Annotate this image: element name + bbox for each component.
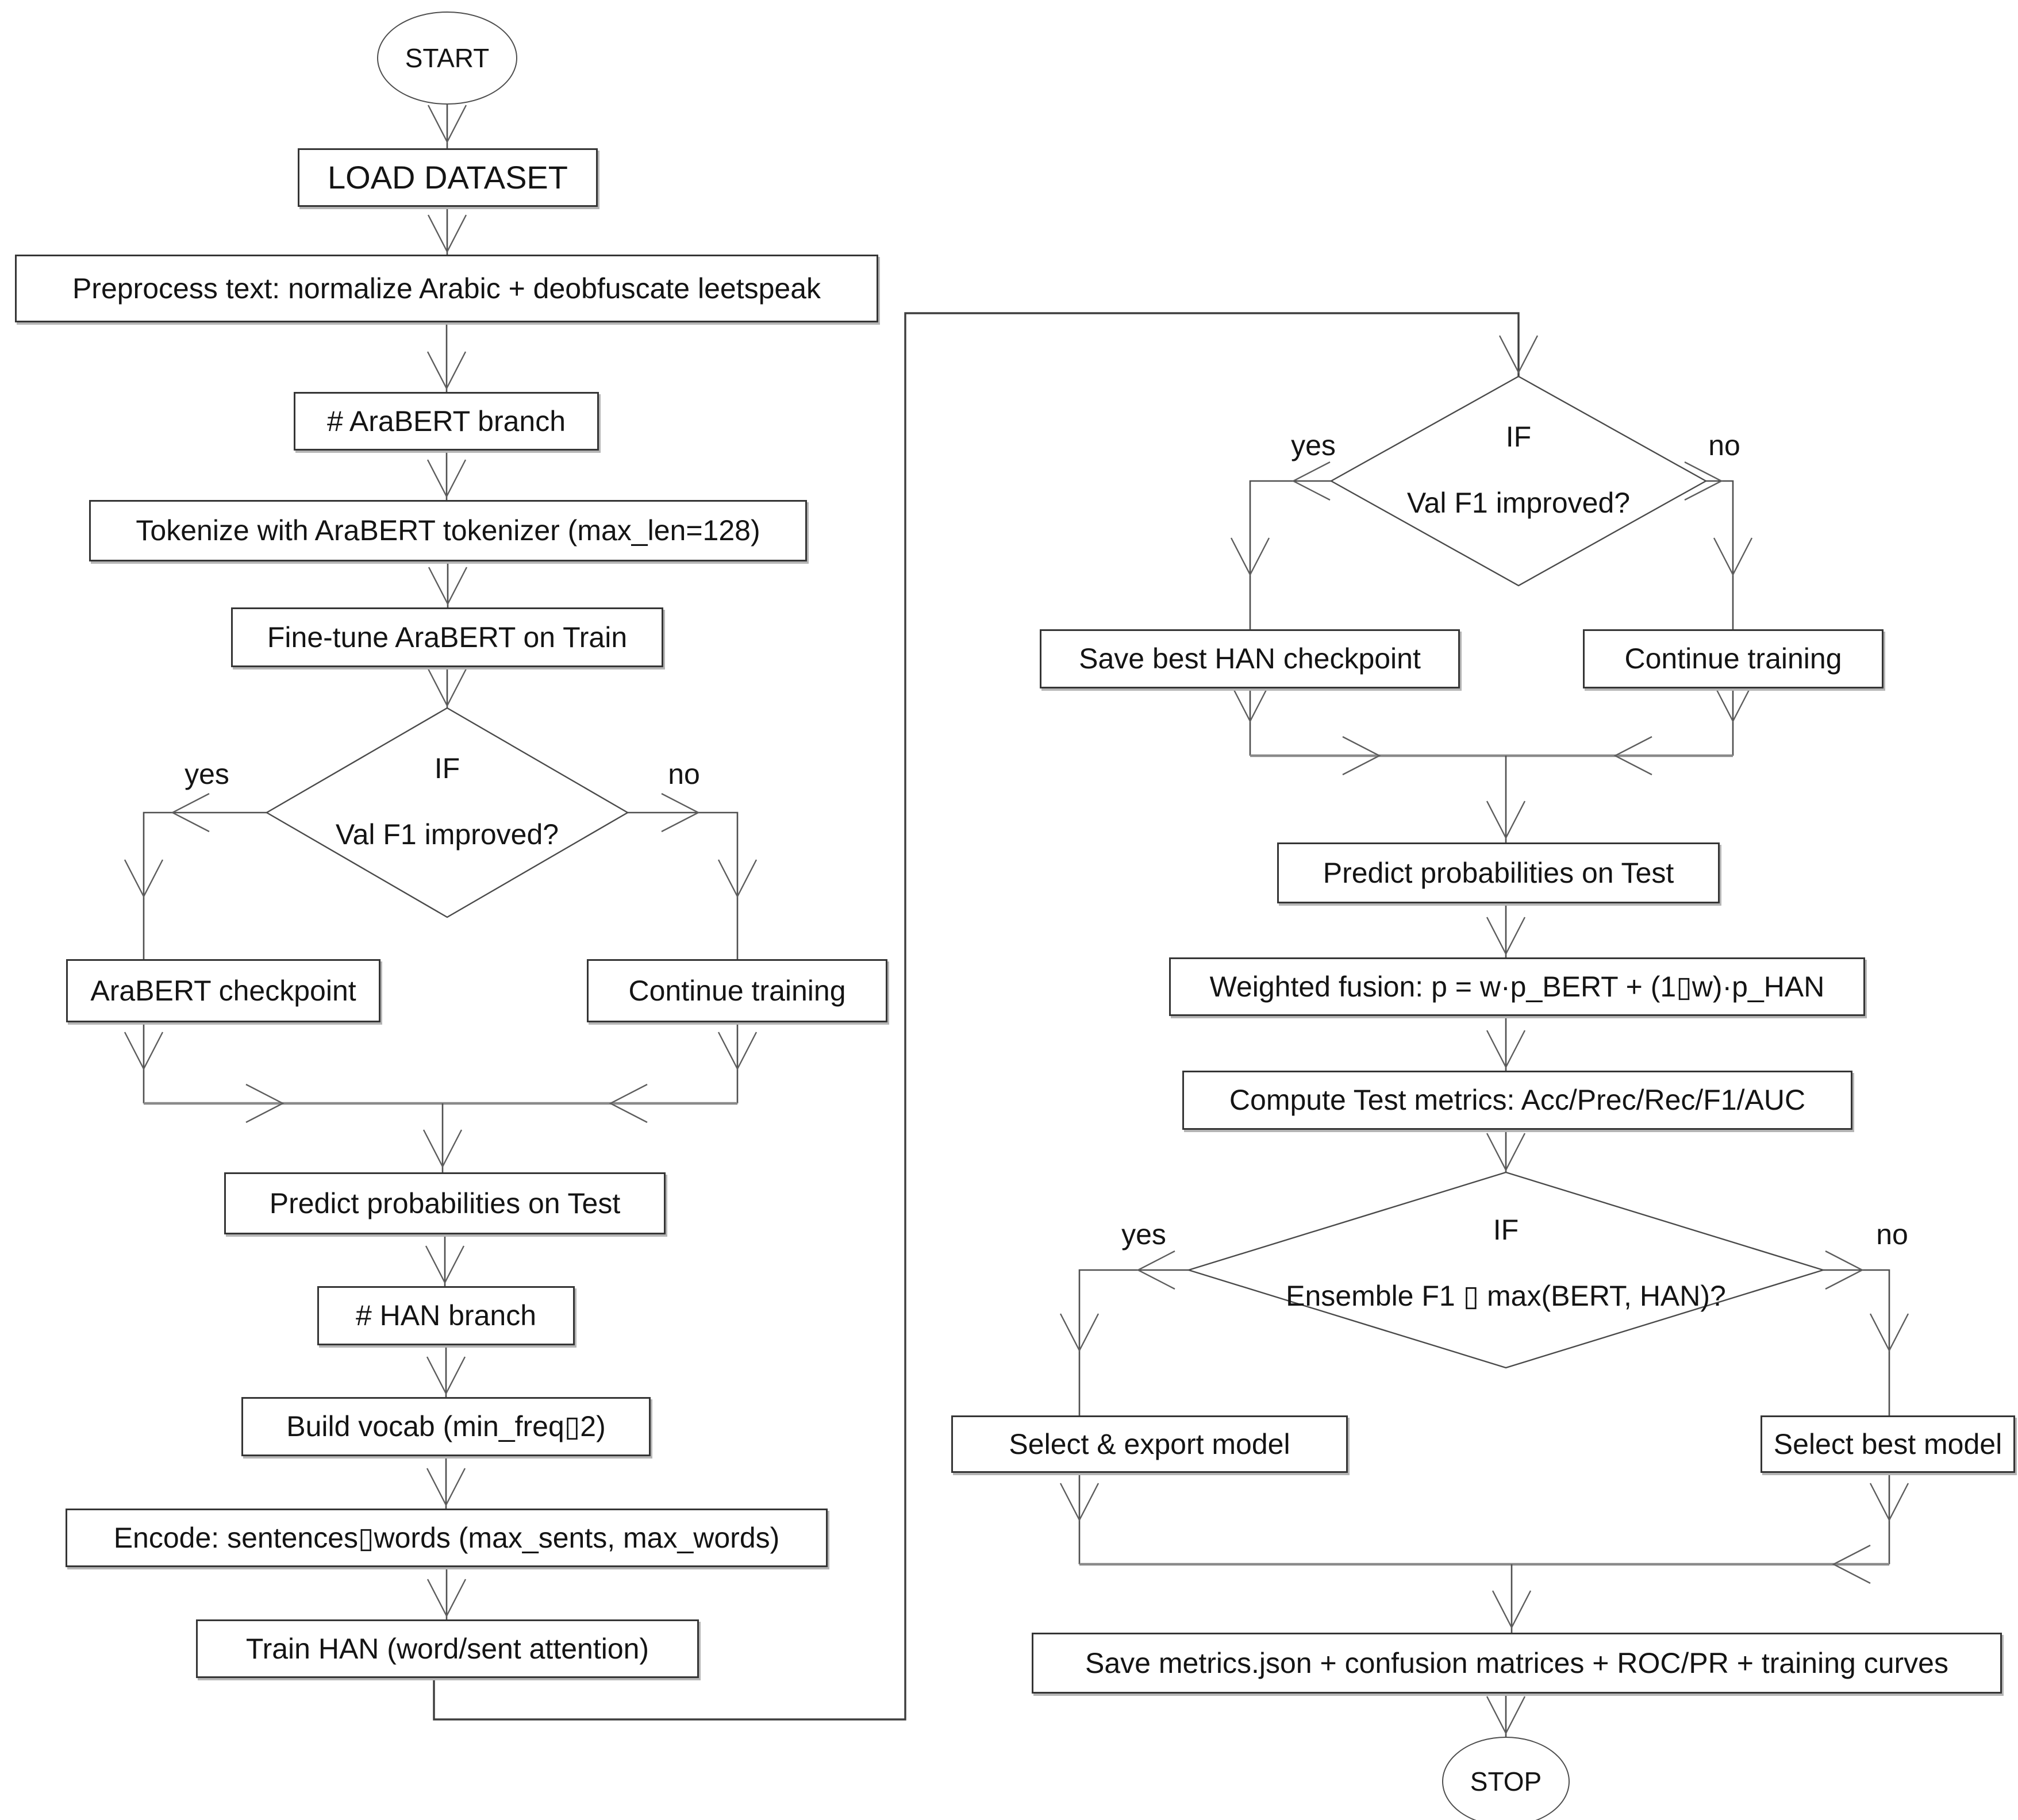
arrowhead-down xyxy=(1492,1590,1532,1629)
arrowhead-down xyxy=(426,1468,466,1507)
decision-ensemble-f1-shape xyxy=(1186,1171,1826,1369)
arrowhead-left xyxy=(1136,1250,1175,1290)
edge-ensemble-yes xyxy=(1078,1269,1189,1418)
arrowhead-down xyxy=(426,1579,467,1618)
arrowhead-right xyxy=(1342,736,1381,776)
node-tokenize: Tokenize with AraBERT tokenizer (max_len… xyxy=(89,500,807,561)
decision-val-f1-bert-shape xyxy=(265,707,629,918)
arrowhead-down xyxy=(427,668,467,707)
arrowhead-down xyxy=(124,1032,164,1071)
arrowhead-left xyxy=(1832,1544,1871,1584)
edge-han-yes xyxy=(1249,480,1331,632)
edge-bert-no xyxy=(628,811,739,961)
node-save-outputs: Save metrics.json + confusion matrices +… xyxy=(1032,1633,2002,1694)
node-encode: Encode: sentences▯words (max_sents, max_… xyxy=(66,1509,828,1567)
arrowhead-down xyxy=(717,1032,758,1071)
edge-label-ensemble-yes: yes xyxy=(1121,1218,1166,1250)
arrowhead-down xyxy=(1869,1483,1909,1522)
arrowhead-down xyxy=(1486,1696,1526,1735)
arrowhead-right xyxy=(1684,461,1723,501)
node-start: START xyxy=(377,11,517,105)
arrowhead-down xyxy=(428,567,468,606)
node-continue-training-bert: Continue training xyxy=(587,959,887,1022)
arrowhead-left xyxy=(609,1083,648,1123)
arrowhead-down xyxy=(1486,1030,1526,1069)
node-compute-metrics: Compute Test metrics: Acc/Prec/Rec/F1/AU… xyxy=(1182,1071,1852,1130)
node-preprocess: Preprocess text: normalize Arabic + deob… xyxy=(15,255,878,322)
node-finetune-arabert: Fine-tune AraBERT on Train xyxy=(231,607,663,667)
decision-if-text: IF xyxy=(434,752,460,784)
edge-label-han-no: no xyxy=(1708,429,1740,461)
arrowhead-right xyxy=(661,792,700,833)
edge-trainhan-decision-han xyxy=(433,312,1520,1721)
edge-label-bert-yes: yes xyxy=(184,758,229,790)
decision-val-f1-han-shape xyxy=(1329,375,1708,587)
arrowhead-right xyxy=(245,1083,285,1123)
arrowhead-down xyxy=(425,1245,465,1284)
arrowhead-down xyxy=(717,859,758,898)
decision-ensemble-f1-label: IF Ensemble F1 ▯ max(BERT, HAN)? xyxy=(1286,1197,1726,1329)
edge-ensemble-no xyxy=(1823,1269,1890,1418)
arrowhead-down xyxy=(1713,684,1753,723)
arrowhead-down xyxy=(1486,1133,1526,1172)
arrowhead-down xyxy=(427,105,467,144)
decision-val-f1-han-label: IF Val F1 improved? xyxy=(1407,404,1630,536)
edge-han-no xyxy=(1706,480,1734,632)
node-select-export: Select & export model xyxy=(951,1415,1348,1473)
node-stop: STOP xyxy=(1442,1737,1570,1820)
arrowhead-down xyxy=(422,1129,463,1168)
arrowhead-down xyxy=(1486,917,1526,956)
edge-label-ensemble-no: no xyxy=(1876,1218,1908,1250)
arrowhead-down xyxy=(1713,537,1753,576)
node-load-dataset: LOAD DATASET xyxy=(298,148,598,207)
decision-question-text: Ensemble F1 ▯ max(BERT, HAN)? xyxy=(1286,1280,1726,1312)
node-predict-test-han: Predict probabilities on Test xyxy=(1277,842,1720,903)
node-weighted-fusion: Weighted fusion: p = w·p_BERT + (1▯w)·p_… xyxy=(1169,957,1865,1016)
arrowhead-down xyxy=(426,459,467,498)
arrowhead-down xyxy=(124,859,164,898)
node-continue-training-han: Continue training xyxy=(1583,629,1884,688)
arrowhead-down xyxy=(1059,1483,1100,1522)
decision-question-text: Val F1 improved? xyxy=(335,818,559,851)
arrowhead-down xyxy=(427,214,467,253)
arrowhead-down xyxy=(1059,1313,1100,1352)
decision-val-f1-bert-label: IF Val F1 improved? xyxy=(336,736,559,868)
arrowhead-down xyxy=(1498,335,1539,374)
decision-question-text: Val F1 improved? xyxy=(1406,487,1631,519)
arrowhead-left xyxy=(1291,461,1331,501)
node-build-vocab: Build vocab (min_freq▯2) xyxy=(241,1397,651,1456)
node-predict-test-bert: Predict probabilities on Test xyxy=(224,1172,666,1234)
arrowhead-right xyxy=(1825,1250,1864,1290)
node-han-branch: # HAN branch xyxy=(317,1286,575,1345)
arrowhead-down xyxy=(1486,801,1526,840)
arrowhead-down xyxy=(1230,684,1270,723)
arrowhead-down xyxy=(426,1356,466,1395)
node-arabert-checkpoint: AraBERT checkpoint xyxy=(66,959,380,1022)
node-arabert-branch: # AraBERT branch xyxy=(294,392,599,451)
arrowhead-down xyxy=(1869,1313,1909,1352)
edge-label-bert-no: no xyxy=(668,758,700,790)
decision-if-text: IF xyxy=(1505,421,1532,453)
arrowhead-down xyxy=(1230,537,1270,576)
node-select-best: Select best model xyxy=(1761,1415,2015,1473)
edge-bert-yes xyxy=(143,811,267,961)
arrowhead-left xyxy=(1613,736,1652,776)
node-train-han: Train HAN (word/sent attention) xyxy=(196,1619,699,1678)
edge-label-han-yes: yes xyxy=(1291,429,1336,461)
node-save-han-checkpoint: Save best HAN checkpoint xyxy=(1040,629,1460,688)
decision-if-text: IF xyxy=(1493,1214,1519,1246)
arrowhead-left xyxy=(171,792,210,833)
arrowhead-down xyxy=(426,351,467,390)
